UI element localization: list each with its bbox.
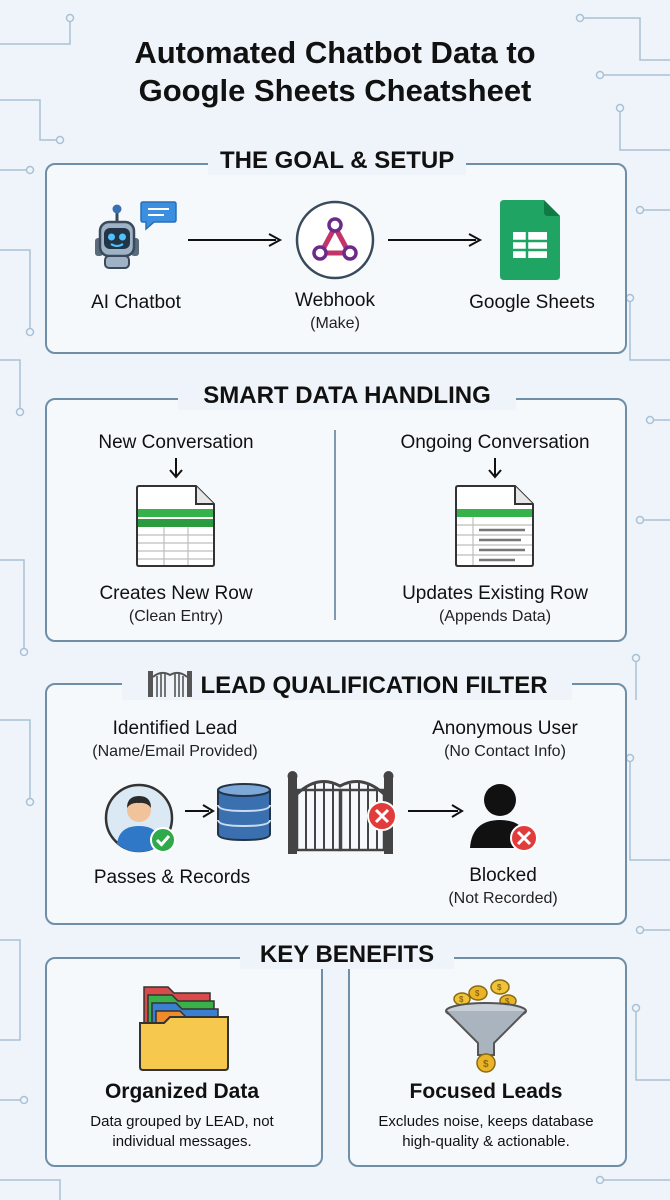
focused-leads-title: Focused Leads [409, 1080, 563, 1103]
chatbot-label: AI Chatbot [91, 292, 181, 313]
identified-lead-title: Identified Lead [112, 718, 238, 739]
creates-new-row-label: Creates New Row [99, 583, 253, 604]
focused-leads-description: Excludes noise, keeps database high-qual… [378, 1113, 594, 1150]
title-line-2: Google Sheets Cheatsheet [138, 73, 532, 108]
arrow-down-icon [488, 458, 502, 479]
folders-icon [139, 986, 229, 1071]
smart-divider [334, 430, 336, 620]
updates-existing-row-sub-label: (Appends Data) [438, 608, 552, 625]
organized-data-description: Data grouped by LEAD, not individual mes… [90, 1113, 274, 1150]
updates-existing-row-label: Updates Existing Row [402, 583, 588, 604]
funnel-coins-icon: $$$$ $ [445, 979, 527, 1073]
smart-data-heading: SMART DATA HANDLING [178, 382, 516, 410]
key-benefits-heading: KEY BENEFITS [240, 941, 454, 969]
google-sheets-icon [500, 200, 560, 280]
user-check-icon [104, 783, 176, 853]
blocked-user-icon [470, 784, 538, 852]
svg-text:$: $ [459, 995, 464, 1004]
webhook-icon [295, 200, 375, 280]
spreadsheet-icon [455, 485, 534, 567]
arrow-right-icon [388, 233, 483, 247]
google-sheets-label: Google Sheets [469, 292, 595, 313]
blocked-sub-label: (Not Recorded) [448, 890, 558, 907]
arrow-down-icon [169, 458, 183, 479]
gate-icon [148, 671, 193, 697]
blocked-label: Blocked [469, 865, 537, 886]
arrow-right-icon [185, 804, 215, 818]
arrow-right-icon [188, 233, 283, 247]
webhook-sub-label: (Make) [310, 315, 360, 332]
lead-filter-heading: LEAD QUALIFICATION FILTER [122, 667, 572, 700]
creates-new-row-sub-label: (Clean Entry) [128, 608, 224, 625]
webhook-label: Webhook [295, 290, 375, 311]
identified-lead-sub: (Name/Email Provided) [92, 743, 258, 760]
svg-text:$: $ [475, 989, 480, 998]
svg-text:$: $ [505, 997, 510, 1006]
arrow-right-icon [408, 804, 464, 818]
spreadsheet-icon [136, 485, 215, 567]
passes-records-label: Passes & Records [93, 867, 251, 888]
organized-data-title: Organized Data [104, 1080, 260, 1103]
lead-filter-heading-text: LEAD QUALIFICATION FILTER [200, 672, 548, 699]
chat-bubble-icon [140, 201, 177, 231]
database-icon [217, 783, 271, 842]
anonymous-user-sub: (No Contact Info) [444, 743, 566, 760]
svg-text:$: $ [497, 983, 502, 992]
page-title: Automated Chatbot Data to Google Sheets … [0, 34, 670, 110]
title-line-1: Automated Chatbot Data to [134, 35, 536, 70]
svg-text:$: $ [483, 1059, 489, 1070]
anonymous-user-title: Anonymous User [432, 718, 578, 739]
robot-icon [95, 204, 139, 269]
goal-setup-heading: THE GOAL & SETUP [208, 147, 466, 175]
new-conversation-title: New Conversation [98, 432, 254, 453]
ongoing-conversation-title: Ongoing Conversation [400, 432, 590, 453]
gate-blocked-icon [287, 771, 397, 854]
